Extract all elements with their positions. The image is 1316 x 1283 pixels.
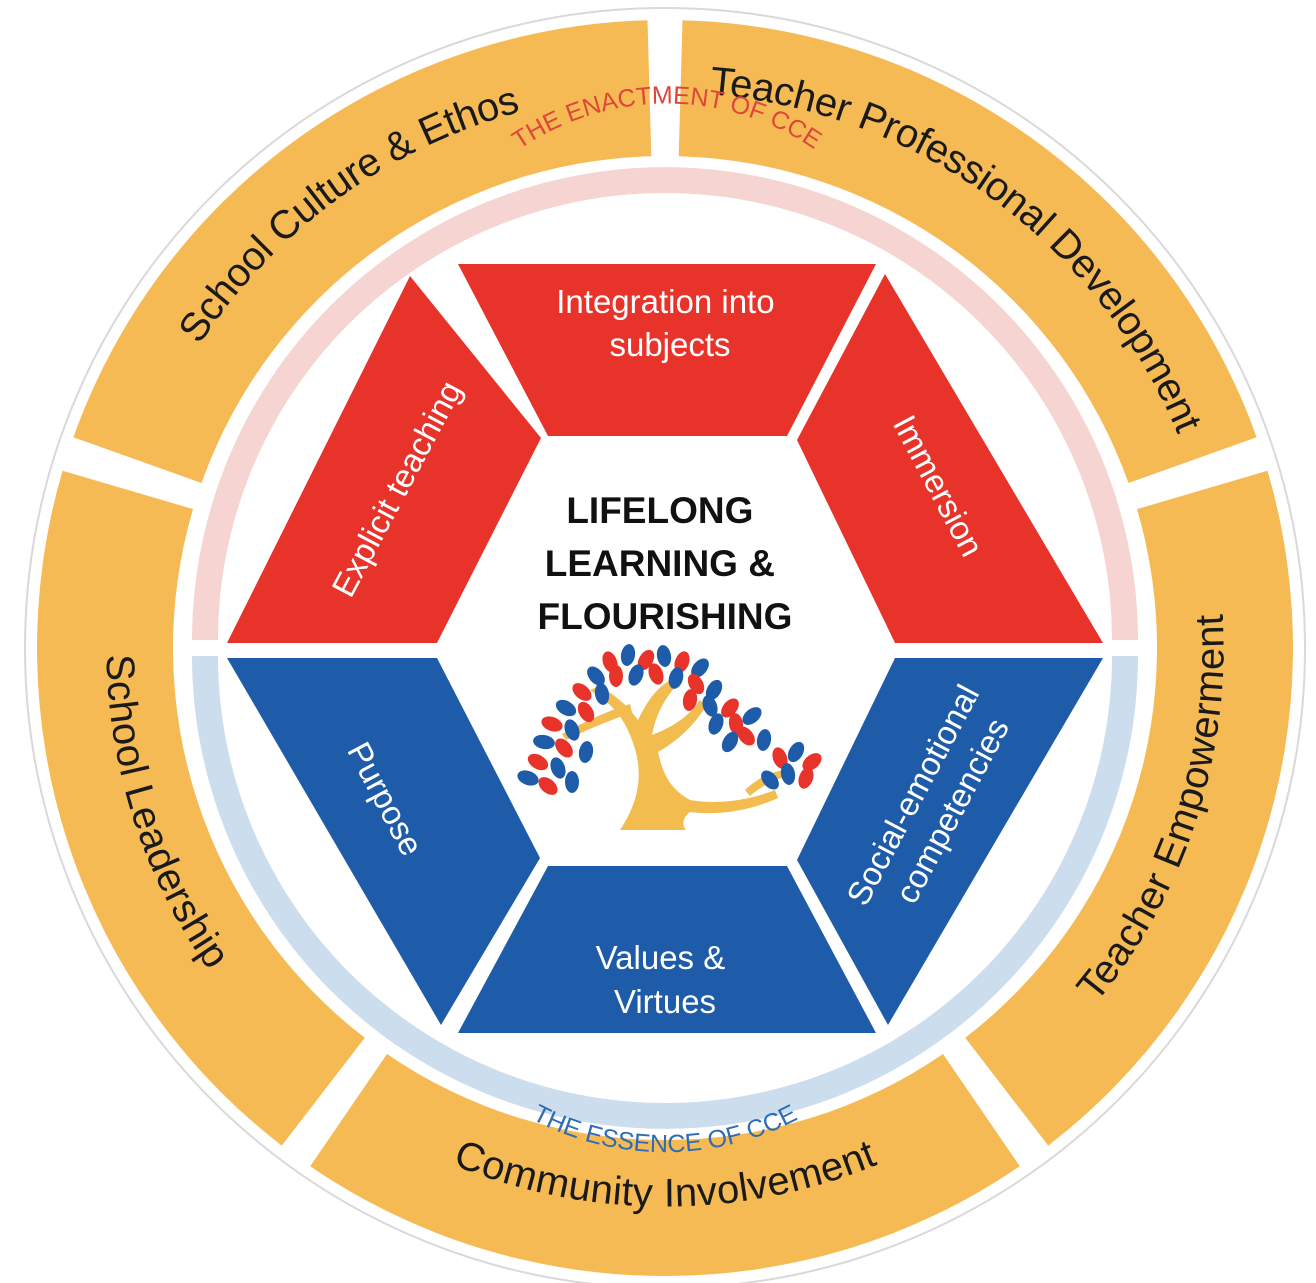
tree-leaf [565, 771, 579, 793]
tree-leaf [668, 667, 684, 689]
enactment-segments [227, 264, 1103, 643]
tree-icon [517, 644, 822, 830]
tree-leaf [628, 664, 644, 686]
label-values-virtues: Values & Virtues [596, 939, 735, 1020]
center-title: LIFELONG LEARNING & FLOURISHING [538, 490, 793, 637]
segment-integration-into-subjects [458, 264, 876, 436]
tree-leaves [517, 644, 822, 795]
segment-values-virtues [458, 866, 876, 1033]
tree-leaf [527, 753, 549, 771]
tree-leaf [656, 645, 672, 667]
tree-leaf [756, 729, 772, 751]
tree-leaf [555, 738, 573, 758]
tree-leaf [687, 673, 705, 695]
tree-leaf [550, 757, 566, 779]
tree-leaf [721, 698, 739, 718]
tree-leaf [587, 666, 605, 686]
tree-leaf [517, 770, 539, 786]
tree-leaf [798, 767, 814, 789]
tree-leaf [538, 777, 558, 795]
tree-leaf [555, 699, 577, 717]
tree-leaf [772, 747, 788, 769]
tree-leaf [648, 663, 664, 685]
tree-leaf [708, 713, 724, 735]
segment-purpose [227, 658, 540, 1025]
tree-leaf [609, 665, 623, 687]
tree-leaf [691, 658, 709, 678]
outer-segment-community-involvement [310, 1054, 1020, 1277]
tree-leaf [620, 644, 636, 666]
tree-leaf [761, 770, 779, 790]
tree-leaf [594, 683, 610, 705]
tree-branch [562, 704, 632, 740]
tree-leaf [564, 719, 580, 741]
outer-segment-teacher-professional-development [678, 20, 1257, 483]
outer-segment-school-culture-ethos [73, 20, 652, 483]
segment-explicit-teaching [227, 276, 541, 643]
tree-leaf [637, 649, 655, 671]
tree-leaf [780, 763, 796, 785]
tree-leaf [802, 753, 822, 771]
tree-leaf [705, 679, 723, 701]
outer-segment-school-leadership [37, 470, 365, 1146]
tree-leaf [578, 741, 594, 763]
tree-leaf [682, 689, 698, 711]
tree-leaf [572, 683, 592, 701]
tree-leaf [737, 726, 755, 746]
tree-leaf [577, 701, 595, 723]
tree-leaf [702, 695, 718, 717]
essence-segments [227, 658, 1103, 1033]
tree-leaf [541, 716, 563, 732]
segment-immersion [797, 274, 1103, 643]
label-integration-into-subjects: Integration into subjects [556, 283, 784, 363]
tree-leaf [787, 741, 805, 763]
segment-social-emotional [797, 658, 1103, 1025]
tree-leaf [533, 734, 555, 750]
tree-leaf [721, 731, 739, 753]
outer-circle [24, 7, 1306, 1283]
outer-segment-teacher-empowerment [965, 470, 1293, 1146]
tree-leaf [742, 707, 762, 725]
tree-trunk [590, 680, 778, 830]
